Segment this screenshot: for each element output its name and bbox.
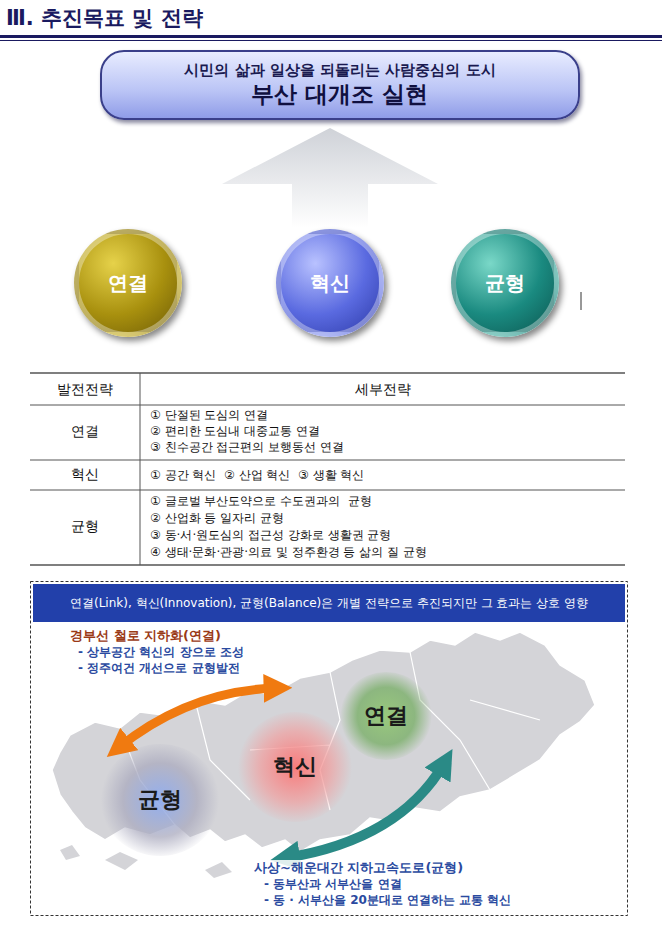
map-note: - 동 · 서부산을 20분대로 연결하는 교통 혁신 [262, 893, 513, 907]
table-cell: ④ 생태·문화·관광·의료 및 정주환경 등 삶의 질 균형 [150, 545, 620, 559]
table-cell: ③ 동·서·원도심의 접근성 강화로 생활권 균형 [150, 528, 620, 542]
table-header: 세부전략 [140, 381, 625, 398]
map-circle: 연결 [340, 672, 432, 760]
table-cell: ② 산업화 등 일자리 균형 [150, 511, 620, 525]
header-band: 연결(Link), 혁신(Innovation), 균형(Balance)은 개… [33, 584, 625, 622]
goal-banner: 시민의 삶과 일상을 되돌리는 사람중심의 도시부산 대개조 실현 [100, 50, 580, 120]
title-rule [0, 40, 662, 41]
map-circle: 균형 [100, 744, 220, 856]
strategy-table [30, 373, 625, 565]
stray-mark [581, 292, 582, 310]
map-note: 경부선 철로 지하화(연결) [68, 628, 223, 644]
dashed-panel [31, 582, 628, 916]
map-note: - 상부공간 혁신의 장으로 조성 [76, 645, 246, 659]
node-text: 균형 [485, 271, 525, 296]
table-cell: 연결 [30, 423, 140, 440]
map-note: 사상~해운대간 지하고속도로(균형) [252, 860, 465, 876]
node-text: 시민의 삶과 일상을 되돌리는 사람중심의 도시 [184, 61, 495, 80]
table-cell: ① 단절된 도심의 연결 [150, 408, 620, 422]
node-text: 균형 [138, 786, 182, 814]
page-title: Ⅲ. 추진목표 및 전략 [6, 6, 203, 31]
node-text: 혁신 [310, 271, 350, 296]
table-cell: ① 글로벌 부산도약으로 수도권과의 균형 [150, 494, 620, 508]
node-text: 혁신 [273, 753, 317, 781]
table-header: 발전전략 [30, 381, 140, 398]
strategy-circle: 연결 [74, 229, 182, 337]
node-text: 연결(Link), 혁신(Innovation), 균형(Balance)은 개… [70, 596, 588, 611]
table-cell: 혁신 [30, 466, 140, 483]
up-arrow [222, 128, 438, 228]
node-text: 연결 [108, 271, 148, 296]
map-circle: 혁신 [238, 712, 352, 822]
table-cell: ③ 친수공간 접근편의 보행동선 연결 [150, 440, 620, 454]
title-rule [0, 35, 662, 38]
table-cell: 균형 [30, 518, 140, 535]
busan-map [52, 632, 595, 878]
strategy-circle: 균형 [451, 229, 559, 337]
table-cell: ② 편리한 도심내 대중교통 연결 [150, 424, 620, 438]
map-note: - 정주여건 개선으로 균형발전 [76, 661, 242, 675]
table-cell: ① 공간 혁신 ② 산업 혁신 ③ 생활 혁신 [150, 468, 620, 482]
map-note: - 동부산과 서부산을 연결 [262, 877, 404, 891]
strategy-circle: 혁신 [276, 229, 384, 337]
node-text: 부산 대개조 실현 [251, 80, 428, 109]
node-text: 연결 [364, 702, 408, 730]
